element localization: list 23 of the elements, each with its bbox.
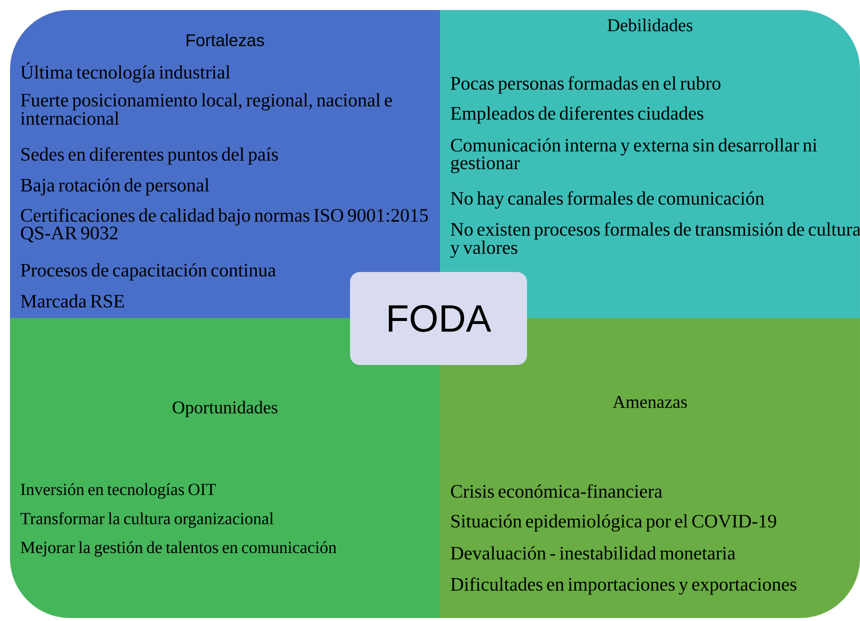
list-item: Dificultades en importaciones y exportaciones xyxy=(450,577,796,595)
list-item: Crisis económica-financiera xyxy=(451,484,662,498)
list-item: Transformar la cultura organizacional xyxy=(20,512,274,528)
list-item: Situación epidemiológica por el COVID-19 xyxy=(451,514,776,532)
list-item: Baja rotación de personal xyxy=(20,178,210,196)
title-box: FODA xyxy=(350,272,527,365)
list-item: Mejorar la gestión de talentos en comunicación xyxy=(20,541,336,557)
heading: Fortalezas xyxy=(186,34,264,46)
list-item: Comunicación interna y externa sin desarrollar ni gestionar xyxy=(451,138,818,174)
list-item: Procesos de capacitación continua xyxy=(20,263,276,280)
heading: Debilidades xyxy=(608,18,692,32)
list-item: Devaluación - inestabilidad monetaria xyxy=(450,546,736,560)
list-item: Certificaciones de calidad bajo normas ISO 9001:2015 QS-AR 9032 xyxy=(21,208,428,242)
heading: Amenazas xyxy=(612,396,687,408)
list-item: Sedes en diferentes puntos del país xyxy=(21,147,278,165)
list-item: Última tecnología industrial xyxy=(20,62,230,83)
list-item: Empleados de diferentes ciudades xyxy=(450,106,704,124)
list-item: No hay canales formales de comunicación xyxy=(450,191,764,209)
heading: Oportunidades xyxy=(172,400,278,418)
list-item: Inversión en tecnologías OIT xyxy=(20,483,216,499)
list-item: Fuerte posicionamiento local, regional, nacional e internacional xyxy=(20,93,392,125)
list-item: Pocas personas formadas en el rubro xyxy=(450,76,720,94)
list-item: Marcada RSE xyxy=(20,294,124,308)
